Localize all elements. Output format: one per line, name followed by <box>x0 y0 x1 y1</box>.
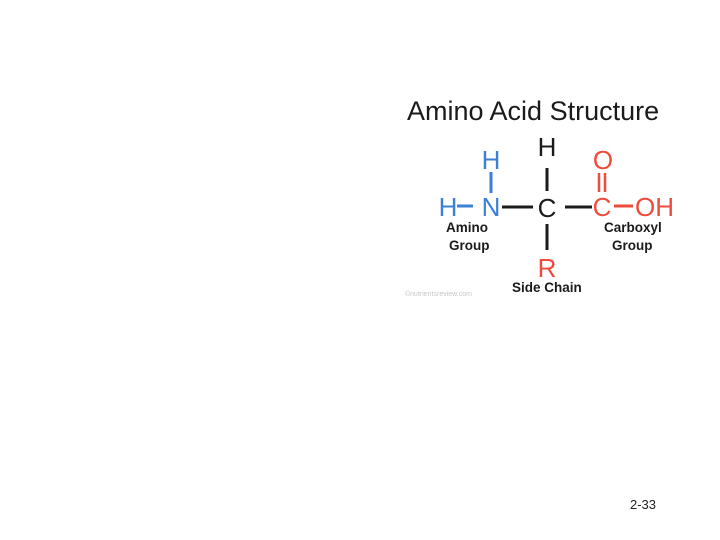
label-amino-line1: Amino <box>446 220 488 235</box>
atom-h-amino-left: H <box>439 192 458 222</box>
atoms: H H N H C C O OH R <box>439 132 674 283</box>
label-amino-line2: Group <box>449 238 490 253</box>
watermark: ©nutrientsreview.com <box>405 290 472 298</box>
bonds <box>457 168 633 250</box>
atom-c-carboxyl: C <box>593 192 612 222</box>
page-number: 2-33 <box>630 497 657 512</box>
atom-o-double: O <box>593 145 613 175</box>
atom-h-top: H <box>538 132 557 162</box>
amino-acid-structure-diagram: Amino Acid Structure H H N H <box>405 96 674 298</box>
atom-h-amino-top: H <box>482 145 501 175</box>
atom-n: N <box>482 192 501 222</box>
label-side-chain: Side Chain <box>512 280 582 295</box>
diagram-title: Amino Acid Structure <box>407 96 659 126</box>
group-labels: Amino Group Carboxyl Group Side Chain <box>446 220 662 295</box>
label-carboxyl-line1: Carboxyl <box>604 220 662 235</box>
atom-oh: OH <box>635 192 674 222</box>
label-carboxyl-line2: Group <box>612 238 653 253</box>
atom-c-alpha: C <box>538 193 557 223</box>
atom-r: R <box>538 253 557 283</box>
